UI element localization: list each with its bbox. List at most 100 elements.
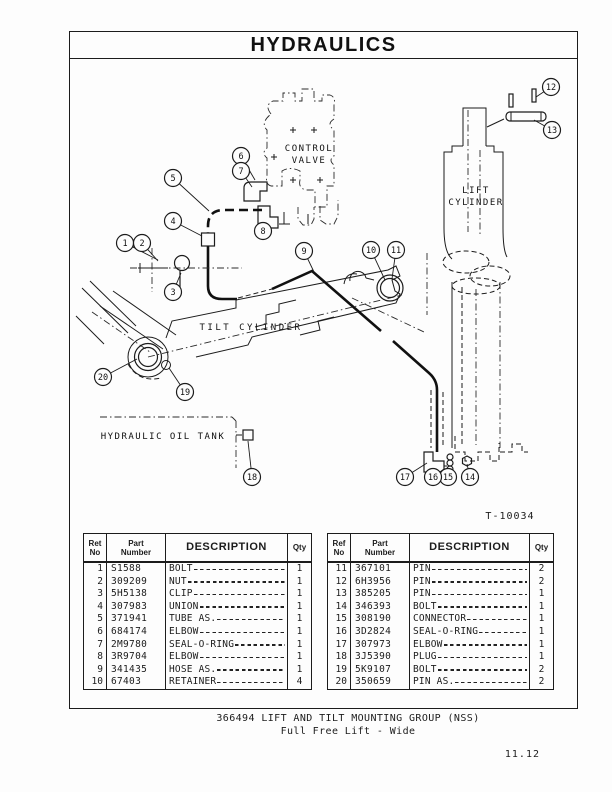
cell-ref-no: 14 [328, 600, 351, 614]
cell-description: SEAL-O-RING [410, 625, 530, 639]
cell-qty: 1 [296, 563, 303, 574]
cell-qty: 1 [296, 625, 303, 637]
cell-ref-no: 13 [328, 588, 351, 601]
cell-qty: 1 [538, 613, 545, 625]
cell-part-number: 385205 [351, 588, 410, 601]
cell-description: ELBOW [410, 638, 530, 652]
cell-ref-no: 1 [84, 563, 107, 576]
cell-part-number: 5H5138 [107, 588, 166, 601]
cell-ref-no: 2 [84, 575, 107, 589]
cell-part-number: 3D2824 [351, 625, 410, 639]
cell-ref-no: 6 [84, 625, 107, 639]
cell-part-number: 308190 [351, 613, 410, 626]
page-frame: HYDRAULICS [69, 31, 578, 709]
caption-line-1: 366494 LIFT AND TILT MOUNTING GROUP (NSS… [216, 713, 480, 724]
cell-part-number: 67403 [107, 676, 166, 689]
cell-qty: 1 [296, 638, 303, 650]
cell-description: BOLT [166, 563, 288, 576]
cell-part-number: S1588 [107, 563, 166, 576]
cell-ref-no: 18 [328, 651, 351, 664]
cell-description: CONNECTOR [410, 613, 530, 626]
cell-description: ELBOW [166, 651, 288, 664]
cell-part-number: 371941 [107, 613, 166, 626]
cell-ref-no: 8 [84, 651, 107, 664]
cell-description: BOLT [410, 663, 530, 677]
cell-description: TUBE AS. [166, 613, 288, 626]
cell-qty: 1 [296, 663, 303, 675]
header-description: DESCRIPTION [166, 534, 288, 561]
cell-description: CLIP [166, 588, 288, 601]
cell-part-number: 3J5390 [351, 651, 410, 664]
cell-qty: 1 [538, 651, 545, 663]
cell-part-number: 684174 [107, 625, 166, 639]
cell-description: PLUG [410, 651, 530, 664]
page-title: HYDRAULICS [250, 33, 397, 56]
cell-ref-no: 11 [328, 563, 351, 576]
cell-qty: 2 [538, 676, 545, 688]
cell-qty: 2 [538, 663, 545, 675]
cell-qty: 2 [538, 575, 545, 587]
section-title-bar: HYDRAULICS [70, 32, 577, 59]
figure-caption: 366494 LIFT AND TILT MOUNTING GROUP (NSS… [83, 712, 612, 738]
cell-ref-no: 15 [328, 613, 351, 626]
cell-description: UNION [166, 600, 288, 614]
cell-description: SEAL-O-RING [166, 638, 288, 652]
page-number: 11.12 [504, 749, 540, 760]
cell-ref-no: 7 [84, 638, 107, 652]
cell-part-number: 341435 [107, 663, 166, 677]
cell-part-number: 6H3956 [351, 575, 410, 589]
cell-qty: 1 [538, 625, 545, 637]
cell-ref-no: 17 [328, 638, 351, 652]
cell-ref-no: 12 [328, 575, 351, 589]
drawing-reference-number: T-10034 [485, 511, 535, 522]
cell-ref-no: 10 [84, 676, 107, 689]
cell-part-number: 307973 [351, 638, 410, 652]
cell-description: RETAINER [166, 676, 288, 689]
cell-description: BOLT [410, 600, 530, 614]
cell-part-number: 350659 [351, 676, 410, 689]
cell-ref-no: 3 [84, 588, 107, 601]
cell-part-number: 309209 [107, 575, 166, 589]
cell-description: HOSE AS. [166, 663, 288, 677]
header-description: DESCRIPTION [410, 534, 530, 561]
cell-ref-no: 9 [84, 663, 107, 677]
cell-ref-no: 20 [328, 676, 351, 689]
cell-qty: 1 [296, 613, 303, 625]
cell-part-number: 5K9107 [351, 663, 410, 677]
cell-qty: 2 [538, 563, 545, 574]
cell-part-number: 307983 [107, 600, 166, 614]
cell-description: PIN [410, 575, 530, 589]
cell-qty: 1 [296, 600, 303, 612]
header-qty: Qty [292, 543, 307, 552]
cell-description: PIN [410, 563, 530, 576]
cell-part-number: 2M9780 [107, 638, 166, 652]
cell-ref-no: 19 [328, 663, 351, 677]
cell-part-number: 367101 [351, 563, 410, 576]
cell-qty: 1 [296, 651, 303, 663]
